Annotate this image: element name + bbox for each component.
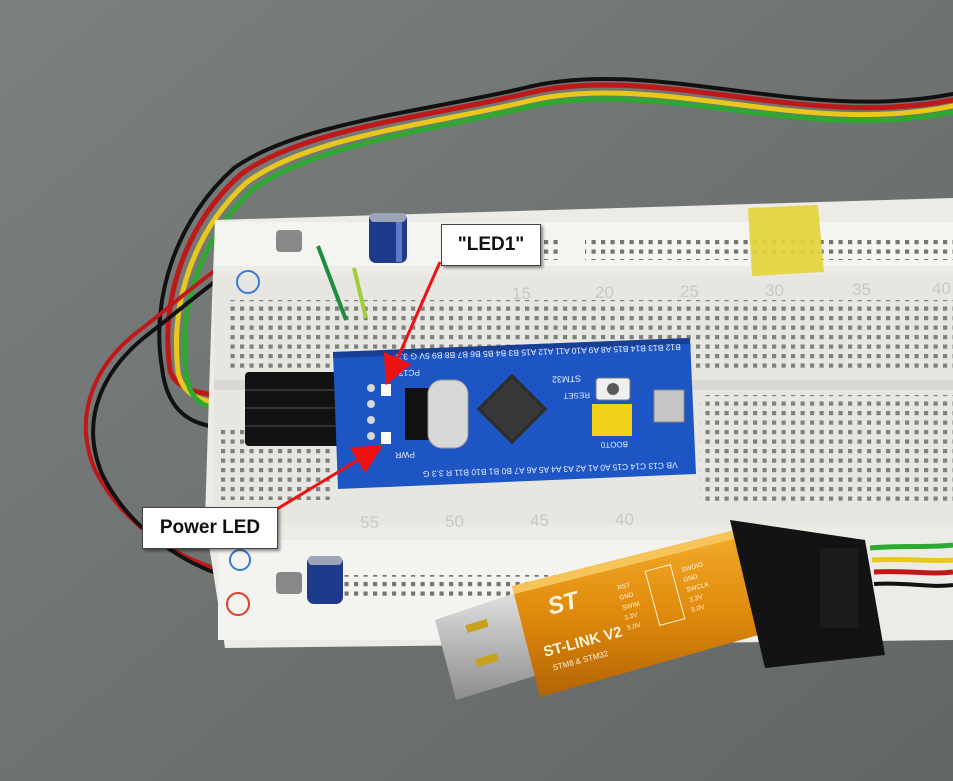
pinout-left: RST GND SWIM 3.3V 5.0V [617, 582, 642, 632]
wire-terminal [276, 230, 302, 252]
stm32-mcu-chip [476, 373, 548, 445]
boot-label: BOOT0 [600, 440, 628, 450]
svg-text:3.3V: 3.3V [624, 612, 639, 622]
power-led-callout: Power LED [142, 507, 278, 549]
col-num: 35 [852, 280, 871, 299]
led1-pc13 [381, 384, 391, 396]
pwr-label: PWR [395, 450, 415, 461]
svg-text:3.3V: 3.3V [689, 594, 704, 604]
row-num: 50 [445, 512, 464, 531]
capacitor-top [369, 213, 407, 263]
svg-text:SWIM: SWIM [622, 601, 641, 612]
row-num: 40 [615, 510, 634, 529]
reset-label: RESET [563, 390, 590, 400]
row-num: 55 [360, 513, 379, 532]
mcu-label: STM32 [552, 374, 581, 385]
jumper-wire [316, 245, 348, 321]
col-num: 20 [595, 283, 614, 302]
col-num: 40 [932, 279, 951, 298]
capacitor-bottom [307, 556, 343, 604]
col-num: 15 [512, 284, 531, 303]
svg-text:5.0V: 5.0V [627, 622, 642, 632]
crystal-oscillator [427, 379, 469, 449]
wire-terminal [276, 572, 302, 594]
led1-callout: "LED1" [441, 224, 541, 266]
svg-text:GND: GND [683, 573, 699, 584]
led1-arrow [383, 261, 442, 386]
svg-text:RST: RST [617, 582, 631, 592]
row-num: 45 [530, 511, 549, 530]
power-led [381, 432, 391, 444]
col-num: 25 [680, 282, 699, 301]
power-led-arrow [271, 444, 384, 514]
svg-text:5.0V: 5.0V [691, 604, 706, 614]
col-num: 30 [765, 281, 784, 300]
jumper-wire [352, 267, 368, 319]
st-link-programmer: ST ST-LINK V2 STM8 & STM32 RST GND SWIM … [435, 520, 885, 700]
boot-jumper [592, 404, 632, 436]
programmer-wires [869, 542, 953, 588]
svg-text:GND: GND [619, 591, 635, 602]
pc13-label: PC13 [398, 368, 420, 379]
breadboard-numbers: 15 20 25 30 35 40 55 50 45 40 [360, 279, 951, 532]
wire-bundle [83, 77, 953, 600]
micro-usb-port [653, 389, 685, 423]
stm32-board: B12 B13 B14 B15 A8 A9 A10 A11 A12 A15 B3… [333, 338, 696, 489]
